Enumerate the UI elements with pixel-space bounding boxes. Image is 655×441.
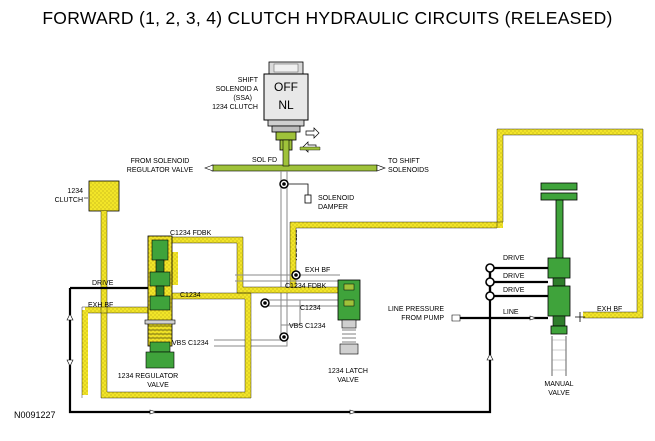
line-pressure-label-1: LINE PRESSURE xyxy=(388,306,444,313)
vbs-c1234-low-label: VBS C1234 xyxy=(172,340,209,347)
sol-fd-line xyxy=(204,139,386,172)
latch-valve-label-1: 1234 LATCH xyxy=(328,368,368,375)
exh-bf-mid-label: EXH BF xyxy=(305,267,330,274)
from-solenoid-label-1: FROM SOLENOID xyxy=(131,158,190,165)
regulator-valve-1234 xyxy=(144,235,176,369)
manual-valve-label-2: VALVE xyxy=(548,390,570,397)
drive-label-2: DRIVE xyxy=(503,273,525,280)
exh-bf-right-label: EXH BF xyxy=(597,306,622,313)
vbs-c1234-mid-label: VBS C1234 xyxy=(289,323,326,330)
flow-arrows xyxy=(66,313,537,415)
drive-label-3: DRIVE xyxy=(503,287,525,294)
solenoid-label-1: SHIFT xyxy=(238,77,259,84)
line-label: LINE xyxy=(503,309,519,316)
diagram-title: FORWARD (1, 2, 3, 4) CLUTCH HYDRAULIC CI… xyxy=(42,8,613,28)
sol-fd-label: SOL FD xyxy=(252,157,277,164)
c1234-fdbk-top-label: C1234 FDBK xyxy=(170,230,212,237)
junction-dots xyxy=(260,179,495,342)
solenoid-label-3: (SSA) xyxy=(233,95,252,102)
from-solenoid-label-2: REGULATOR VALVE xyxy=(127,167,194,174)
line-pressure-label-2: FROM PUMP xyxy=(401,315,444,322)
regulator-valve-label-1: 1234 REGULATOR xyxy=(118,373,178,380)
latch-valve-label-2: VALVE xyxy=(337,377,359,384)
solenoid-damper xyxy=(304,194,312,204)
solenoid-label-2: SOLENOID A xyxy=(216,86,259,93)
vbs-c1234-pipe xyxy=(214,171,301,347)
regulator-valve-label-2: VALVE xyxy=(147,382,169,389)
latch-valve-1234 xyxy=(337,279,361,355)
drive-label-1: DRIVE xyxy=(503,255,525,262)
clutch-label-1: 1234 xyxy=(67,188,83,195)
drive-left-label: DRIVE xyxy=(92,280,114,287)
shift-solenoid-a: OFF NL xyxy=(263,61,309,151)
exh-bf-right-circuit xyxy=(290,129,643,318)
damper-label-2: DAMPER xyxy=(318,204,348,211)
solenoid-state-nl: NL xyxy=(278,98,294,112)
c1234-mid-label: C1234 xyxy=(300,305,321,312)
c1234-fdbk-mid-label: C1234 FDBK xyxy=(285,283,327,290)
clutch-1234 xyxy=(88,180,120,212)
manual-valve xyxy=(540,182,585,376)
figure-id: N0091227 xyxy=(14,410,56,420)
solenoid-label-4: 1234 CLUTCH xyxy=(212,104,258,111)
manual-valve-label-1: MANUAL xyxy=(544,381,573,388)
c1234-left-label: C1234 xyxy=(180,292,201,299)
to-shift-label-2: SOLENOIDS xyxy=(388,167,429,174)
solenoid-state-off: OFF xyxy=(274,80,298,94)
exh-bf-left-label: EXH BF xyxy=(88,302,113,309)
clutch-label-2: CLUTCH xyxy=(55,197,83,204)
c1234-apply-circuit xyxy=(82,211,340,398)
to-shift-label-1: TO SHIFT xyxy=(388,158,420,165)
damper-label-1: SOLENOID xyxy=(318,195,354,202)
